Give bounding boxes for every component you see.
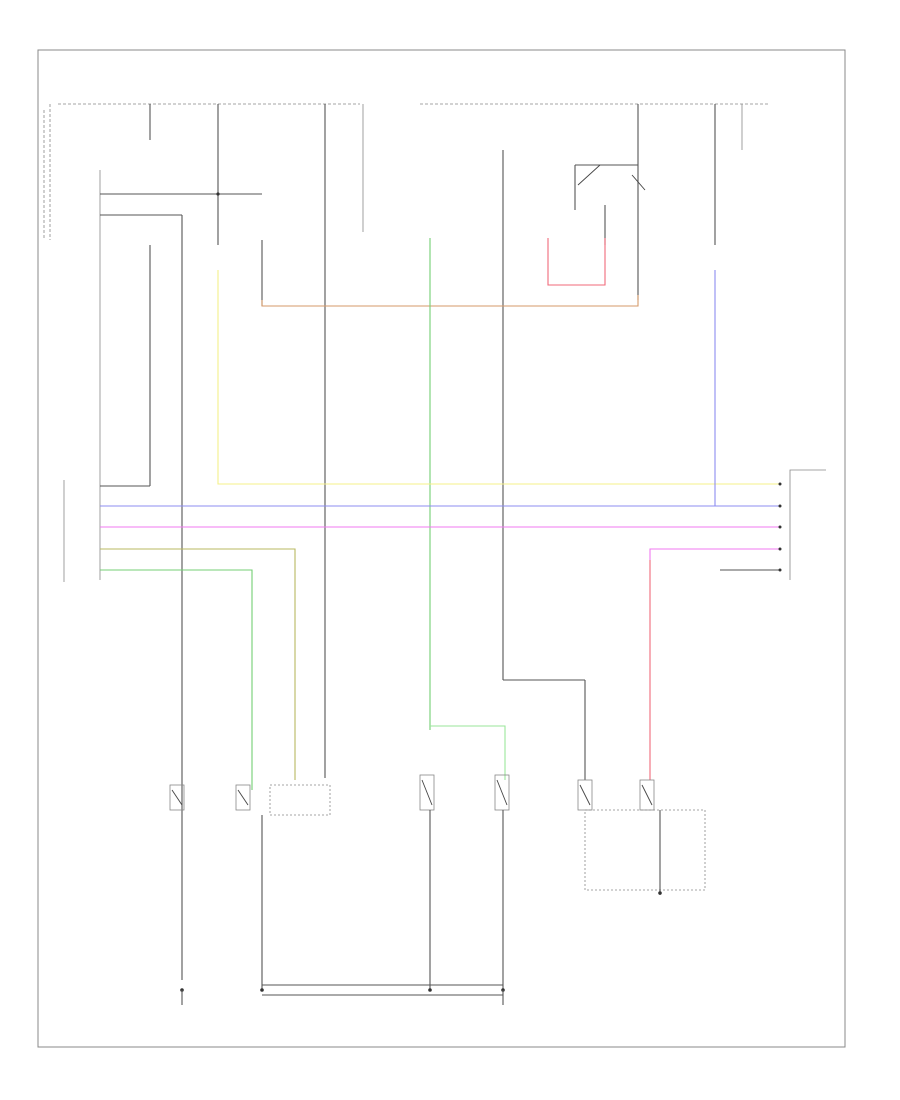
door-switch-center — [419, 774, 510, 990]
fuse-drops — [149, 104, 743, 245]
green-left-wire — [100, 569, 253, 790]
door-switch-left — [169, 784, 185, 811]
right-connector-bracket — [789, 469, 826, 580]
middle-wires — [261, 150, 586, 780]
ground-bus — [180, 984, 505, 1005]
red-loop-wire — [547, 238, 606, 286]
light-green-branch — [430, 725, 506, 780]
yellow-wire — [217, 270, 780, 485]
olive-wire — [100, 548, 296, 780]
left-module-stubs — [99, 170, 262, 980]
door-switch-group-2 — [235, 784, 331, 990]
pink-right-wire — [649, 548, 780, 560]
relay-switch — [574, 164, 646, 300]
orange-wire — [261, 295, 639, 307]
door-switch-right — [577, 779, 706, 895]
right-connector-pins — [778, 482, 782, 572]
diagram-frame — [37, 49, 846, 1048]
